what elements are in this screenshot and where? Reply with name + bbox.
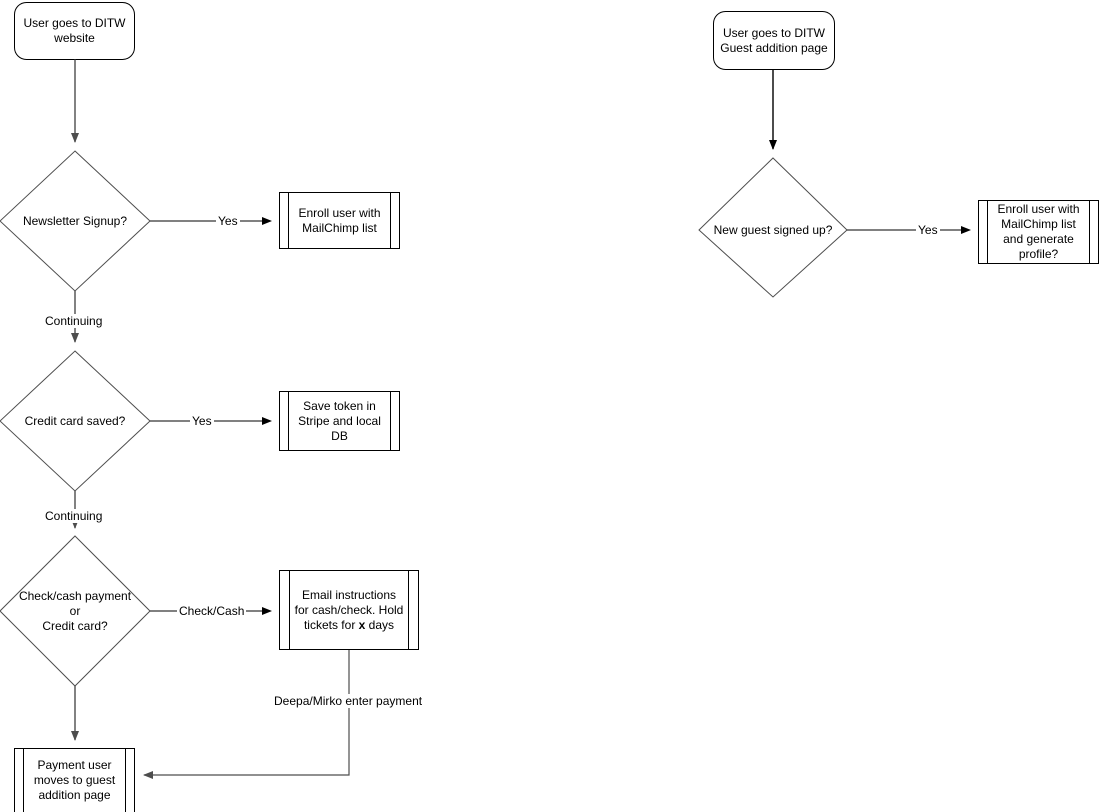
edge-label-continuing-2: Continuing — [43, 509, 105, 523]
edge-label-yes-newguest: Yes — [916, 223, 940, 237]
node-start-website-shape[interactable] — [14, 2, 135, 60]
node-newsletter-signup-shape[interactable] — [0, 150, 151, 292]
node-payment-user-moves-shape[interactable] — [14, 748, 135, 812]
edge-label-check-cash: Check/Cash — [177, 604, 247, 618]
edge-label-continuing-1: Continuing — [43, 314, 105, 328]
node-credit-card-saved-shape[interactable] — [0, 350, 151, 492]
node-start-guest-page-shape[interactable] — [713, 11, 835, 70]
node-save-token-shape[interactable] — [279, 391, 400, 451]
edge-label-yes-creditcard: Yes — [190, 414, 214, 428]
node-payment-method-shape[interactable] — [0, 535, 151, 687]
edge-email-to-paymentuser — [143, 650, 350, 779]
node-enroll-mailchimp-shape[interactable] — [279, 192, 400, 249]
node-email-instructions-shape[interactable] — [279, 570, 419, 650]
edge-label-yes-newsletter: Yes — [216, 214, 240, 228]
edge-label-deepa-mirko: Deepa/Mirko enter payment — [272, 694, 425, 708]
node-enroll-mailchimp-profile-shape[interactable] — [978, 200, 1099, 264]
node-new-guest-signed-up-shape[interactable] — [698, 157, 848, 298]
